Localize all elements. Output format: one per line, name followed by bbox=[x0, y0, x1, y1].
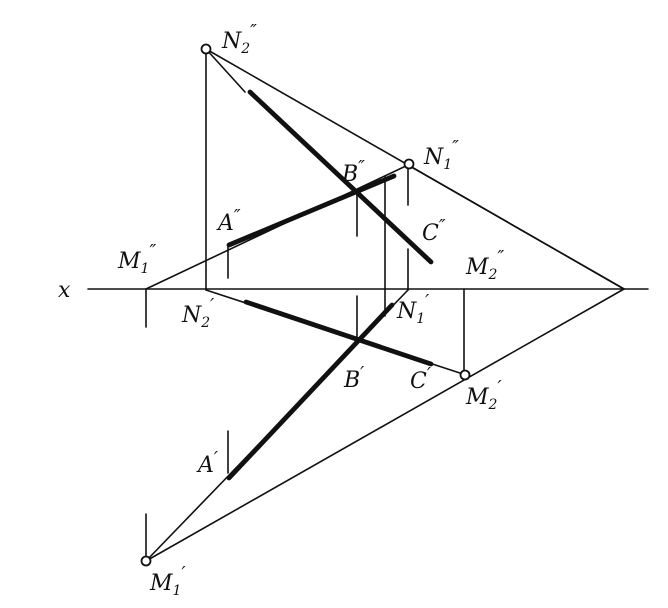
segment-ab-front bbox=[226, 173, 397, 248]
label-m2-top: M2′ bbox=[465, 377, 502, 413]
label-m1-front: M1″ bbox=[117, 241, 156, 277]
point-m1-top bbox=[140, 555, 152, 567]
label-n1-top: N1′ bbox=[396, 291, 429, 327]
label-b-top: B′ bbox=[343, 363, 364, 393]
segment-bc-top bbox=[243, 299, 434, 367]
label-m1-top: M1′ bbox=[149, 563, 186, 599]
x-axis-label: x bbox=[58, 278, 71, 303]
top-line-m1-vanish bbox=[145, 288, 625, 562]
point-n2-front bbox=[200, 43, 212, 55]
label-n2-front: N2″ bbox=[221, 21, 257, 57]
label-c-front: C″ bbox=[422, 216, 446, 246]
label-c-top: C′ bbox=[410, 364, 431, 394]
label-n1-front: N1″ bbox=[423, 137, 459, 173]
point-n1-front bbox=[403, 158, 415, 170]
label-b-front: B″ bbox=[341, 157, 365, 187]
front-line-n1-vanish bbox=[407, 164, 625, 290]
label-n2-top: N2′ bbox=[181, 295, 214, 331]
label-a-front: A″ bbox=[216, 206, 241, 236]
front-line-n2-c-thin bbox=[205, 48, 246, 93]
label-m2-front: M2″ bbox=[465, 247, 504, 283]
point-m2-top bbox=[459, 369, 471, 381]
segment-bc-front bbox=[247, 89, 434, 265]
segment-ab-top bbox=[226, 302, 395, 481]
label-a-top: A′ bbox=[196, 448, 218, 478]
